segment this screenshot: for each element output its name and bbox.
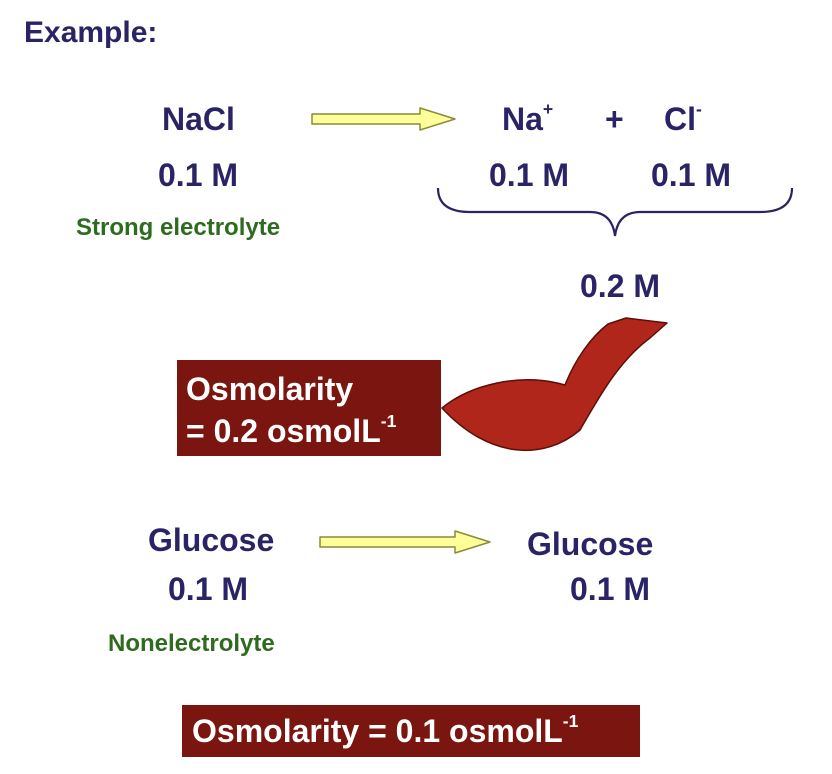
glucose-electrolyte-type: Nonelectrolyte: [108, 630, 275, 657]
osmolarity-nonelectrolyte-value: Osmolarity = 0.1 osmolL-1: [192, 712, 578, 749]
osmolarity-electrolyte-value: = 0.2 osmolL-1: [186, 412, 396, 449]
glucose-reactant-concentration: 0.1 M: [168, 571, 249, 607]
nacl-reaction-arrow: [311, 107, 456, 131]
osmolarity-nonelectrolyte-exponent: -1: [562, 711, 579, 732]
osmolarity-curved-arrow: [441, 317, 668, 452]
sodium-concentration: 0.1 M: [489, 157, 570, 193]
sodium-ion: Na+: [502, 100, 553, 137]
sodium-charge: +: [542, 99, 554, 120]
osmolarity-electrolyte-box: Osmolarity = 0.2 osmolL-1: [177, 360, 441, 456]
glucose-reactant: Glucose: [148, 522, 275, 558]
nacl-formula: NaCl: [162, 101, 235, 137]
osmolarity-electrolyte-label: Osmolarity: [186, 371, 354, 407]
glucose-reaction-arrow: [319, 530, 491, 554]
chloride-charge: -: [696, 99, 702, 120]
nacl-concentration: 0.1 M: [158, 157, 239, 193]
glucose-product-concentration: 0.1 M: [570, 571, 651, 607]
osmolarity-electrolyte-exponent: -1: [380, 411, 397, 432]
nacl-electrolyte-type: Strong electrolyte: [76, 214, 281, 241]
glucose-product: Glucose: [527, 526, 654, 562]
total-ion-concentration: 0.2 M: [580, 268, 661, 304]
chloride-concentration: 0.1 M: [651, 157, 732, 193]
chloride-symbol: Cl: [664, 101, 696, 137]
osmolarity-nonelectrolyte-number: Osmolarity = 0.1 osmolL: [192, 713, 563, 749]
osmolarity-electrolyte-number: = 0.2 osmolL: [186, 413, 381, 449]
osmolarity-nonelectrolyte-box: Osmolarity = 0.1 osmolL-1: [182, 705, 640, 757]
sodium-symbol: Na: [502, 101, 543, 137]
chloride-ion: Cl-: [664, 100, 702, 137]
plus-sign: +: [605, 101, 624, 137]
ion-sum-brace: [436, 187, 794, 237]
example-heading: Example:: [24, 16, 158, 49]
